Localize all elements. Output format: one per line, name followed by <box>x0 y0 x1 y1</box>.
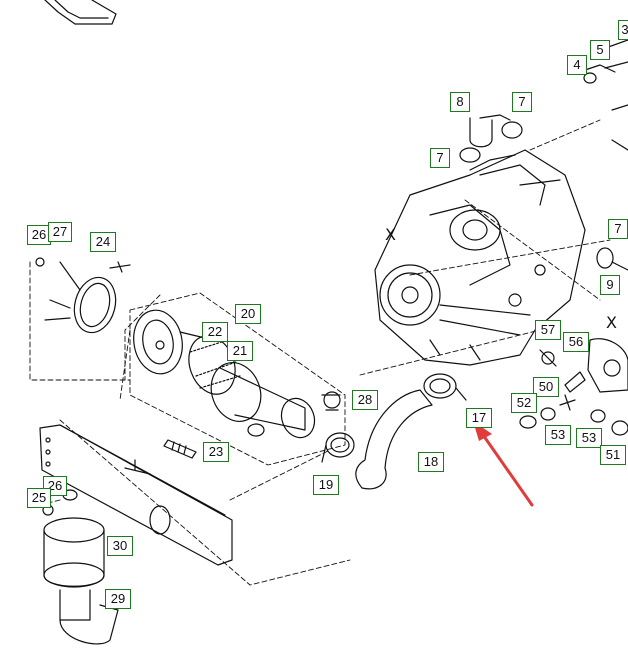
part-label-7: 7 <box>608 219 628 239</box>
filter-group-box <box>129 292 346 466</box>
part-label-3: 3 <box>618 20 628 40</box>
clamp-ring <box>35 257 131 334</box>
part-label-26: 26 <box>27 225 51 245</box>
air-cleaner <box>133 309 316 439</box>
part-label-21: 21 <box>227 341 253 361</box>
mounting-bracket <box>39 424 233 566</box>
precleaner <box>42 489 119 645</box>
part-label-30: 30 <box>107 536 133 556</box>
part-label-25: 25 <box>27 488 51 508</box>
part-label-24: 24 <box>90 232 116 252</box>
leader-lines <box>29 119 611 586</box>
part-label-22: 22 <box>202 322 228 342</box>
x-mark: X <box>385 225 396 244</box>
part-label-56: 56 <box>563 332 589 352</box>
right-parts <box>519 247 628 436</box>
engine <box>374 149 586 366</box>
part-label-7: 7 <box>430 148 450 168</box>
part-label-53: 53 <box>576 428 602 448</box>
part-label-17: 17 <box>466 408 492 428</box>
part-label-27: 27 <box>48 222 72 242</box>
part-label-9: 9 <box>600 275 620 295</box>
intake-hose <box>321 373 467 490</box>
callout-arrow <box>473 421 534 507</box>
part-label-28: 28 <box>352 390 378 410</box>
part-label-50: 50 <box>533 377 559 397</box>
part-label-51: 51 <box>600 445 626 465</box>
part-label-20: 20 <box>235 304 261 324</box>
part-label-19: 19 <box>313 475 339 495</box>
part-label-7: 7 <box>512 92 532 112</box>
part-label-57: 57 <box>535 320 561 340</box>
top-bracket-part <box>44 0 117 25</box>
part-label-18: 18 <box>418 452 444 472</box>
small-parts <box>163 391 341 459</box>
part-label-53: 53 <box>545 425 571 445</box>
x-mark: X <box>606 313 617 332</box>
part-label-4: 4 <box>567 55 587 75</box>
part-label-8: 8 <box>450 92 470 112</box>
part-label-23: 23 <box>203 442 229 462</box>
part-label-5: 5 <box>590 40 610 60</box>
part-label-52: 52 <box>511 393 537 413</box>
part-label-29: 29 <box>105 589 131 609</box>
